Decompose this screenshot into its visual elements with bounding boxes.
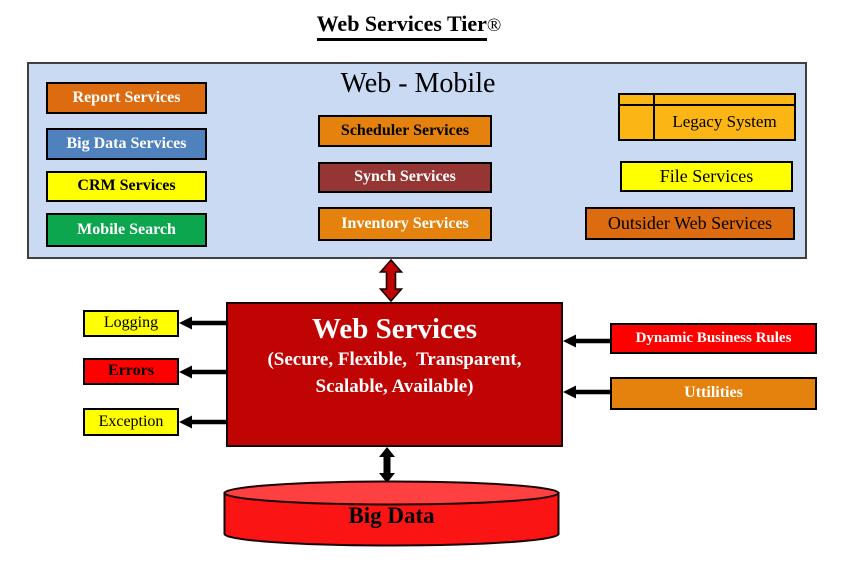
web-services-title: Web Services <box>311 313 478 345</box>
box-legacy-system: Legacy System <box>618 93 796 141</box>
box-outsider-web-services: Outsider Web Services <box>585 207 795 240</box>
arrow-from-dynamic-business-rules <box>563 334 611 348</box>
box-errors: Errors <box>83 358 179 385</box>
box-mobile-search: Mobile Search <box>46 213 207 247</box>
cylinder-body <box>223 492 560 547</box>
box-synch-services: Synch Services <box>318 162 492 193</box>
box-exception: Exception <box>83 408 179 436</box>
legacy-system-top-divider <box>620 104 794 106</box>
page-title-text: Web Services Tier <box>316 11 487 41</box>
page-title: Web Services Tier® <box>259 11 559 41</box>
box-uttilities: Uttilities <box>610 377 817 410</box>
arrow-from-uttilities <box>563 385 611 399</box>
box-scheduler-services: Scheduler Services <box>318 115 492 147</box>
big-data-database-cylinder <box>223 480 560 547</box>
arrow-panel-to-webservices <box>378 259 404 302</box>
web-mobile-panel-title: Web - Mobile <box>340 68 496 99</box>
web-services-box: Web Services (Secure, Flexible, Transpar… <box>226 302 563 447</box>
arrow-webservices-to-bigdata <box>379 447 395 483</box>
arrow-to-exception <box>179 415 227 429</box>
box-logging: Logging <box>83 310 179 337</box>
registered-trademark-symbol: ® <box>486 15 502 36</box>
web-services-subtitle-line2: Scalable, Available) <box>315 376 474 397</box>
arrow-to-errors <box>179 365 227 379</box>
box-big-data-services: Big Data Services <box>46 128 207 160</box>
box-file-services: File Services <box>620 161 793 192</box>
cylinder-top-ellipse <box>223 480 560 506</box>
web-services-subtitle-line1: (Secure, Flexible, Transparent, <box>267 349 522 370</box>
legacy-system-left-divider <box>653 95 655 139</box>
box-dynamic-business-rules: Dynamic Business Rules <box>610 323 817 354</box>
legacy-system-label: Legacy System <box>672 112 777 132</box>
box-report-services: Report Services <box>46 82 207 114</box>
big-data-label: Big Data <box>348 503 435 528</box>
arrow-to-logging <box>179 316 227 330</box>
box-inventory-services: Inventory Services <box>318 207 492 241</box>
box-crm-services: CRM Services <box>46 171 207 202</box>
